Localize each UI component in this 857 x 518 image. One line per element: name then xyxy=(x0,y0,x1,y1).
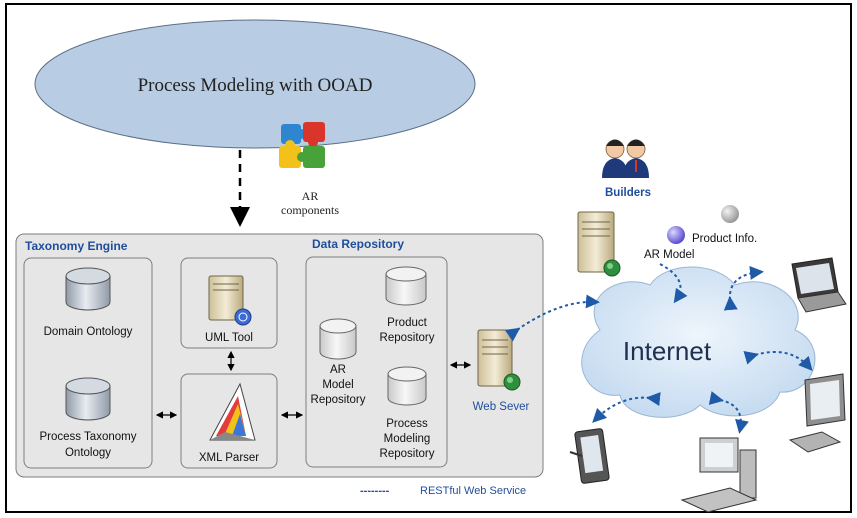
ar-model-repository-label-2: Model xyxy=(322,379,353,391)
process-modeling-ellipse xyxy=(34,19,476,149)
legend-dash: -------- xyxy=(360,485,390,497)
product-info-label: Product Info. xyxy=(692,233,757,245)
ar-components-label-2: components xyxy=(281,203,339,217)
product-info-ball-icon xyxy=(721,205,739,223)
product-repository-label-2: Repository xyxy=(380,332,435,344)
taxonomy-engine-box xyxy=(23,257,153,469)
ar-model-ball-icon xyxy=(667,226,685,244)
ar-model-repository-label-3: Repository xyxy=(311,394,366,406)
web-server-icon xyxy=(477,329,521,391)
uml-tool-label: UML Tool xyxy=(205,332,253,344)
ar-model-label: AR Model xyxy=(644,249,695,261)
xml-parser-icon xyxy=(209,382,256,441)
data-repository-title: Data Repository xyxy=(312,237,404,251)
restful-connections xyxy=(504,263,813,434)
taxonomy-engine-title: Taxonomy Engine xyxy=(25,239,128,253)
ar-model-server-icon xyxy=(577,211,621,277)
tablet-icon xyxy=(569,428,610,484)
process-taxonomy-cylinder-icon xyxy=(65,377,111,421)
xml-parser-label: XML Parser xyxy=(199,452,259,464)
outer-frame xyxy=(5,3,852,513)
product-repository-cylinder-icon xyxy=(385,266,427,306)
internet-label: Internet xyxy=(623,336,712,366)
ar-model-repository-cylinder-icon xyxy=(319,318,357,360)
ar-model-repository-label-1: AR xyxy=(330,364,346,376)
data-repository-box xyxy=(305,256,448,468)
process-modeling-repository-label-1: Process xyxy=(386,418,428,430)
desktop-computer-icon xyxy=(680,437,758,513)
process-modeling-repository-label-2: Modeling xyxy=(384,433,431,445)
domain-ontology-cylinder-icon xyxy=(65,267,111,311)
desktop-monitor-icon xyxy=(788,373,846,453)
builders-icon xyxy=(602,139,649,178)
process-modeling-label: Process Modeling with OOAD xyxy=(138,75,373,96)
web-server-label: Web Sever xyxy=(473,401,530,413)
process-modeling-repository-label-3: Repository xyxy=(380,448,435,460)
process-taxonomy-label-1: Process Taxonomy xyxy=(40,431,137,443)
domain-ontology-label: Domain Ontology xyxy=(44,326,133,338)
process-taxonomy-label-2: Ontology xyxy=(65,447,111,459)
product-repository-label-1: Product xyxy=(387,317,427,329)
laptop-icon xyxy=(791,257,847,313)
uml-server-icon xyxy=(208,275,252,326)
process-modeling-repository-cylinder-icon xyxy=(387,366,427,406)
ar-components-label-1: AR xyxy=(302,189,319,203)
legend-label: RESTful Web Service xyxy=(420,485,526,497)
puzzle-icon xyxy=(279,122,325,168)
builders-label: Builders xyxy=(605,187,651,199)
